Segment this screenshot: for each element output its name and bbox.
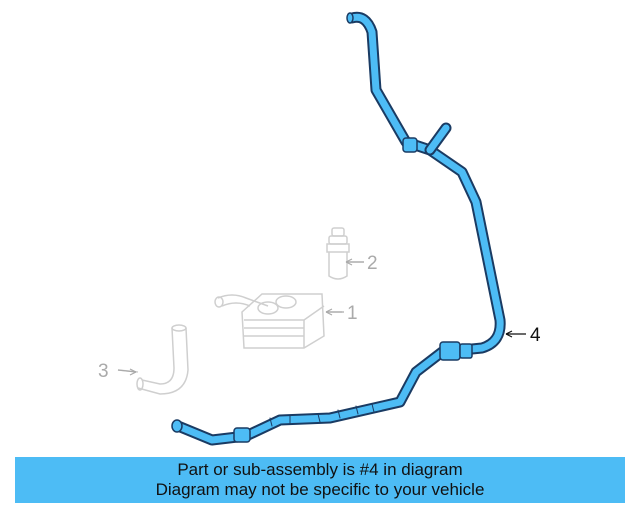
banner-line-1: Part or sub-assembly is #4 in diagram — [177, 460, 463, 479]
callout-label-3: 3 — [98, 361, 109, 382]
info-banner: Part or sub-assembly is #4 in diagram Di… — [15, 457, 625, 503]
part-3-hose — [117, 324, 189, 395]
part-1-cooler — [214, 293, 342, 349]
part-2-fitting — [326, 227, 364, 280]
callout-label-1: 1 — [347, 303, 358, 324]
callout-label-4: 4 — [530, 325, 541, 346]
callout-label-2: 2 — [367, 253, 378, 274]
part-4-tube — [171, 11, 506, 446]
banner-line-2: Diagram may not be specific to your vehi… — [155, 480, 485, 499]
callout-arrows — [117, 258, 526, 376]
